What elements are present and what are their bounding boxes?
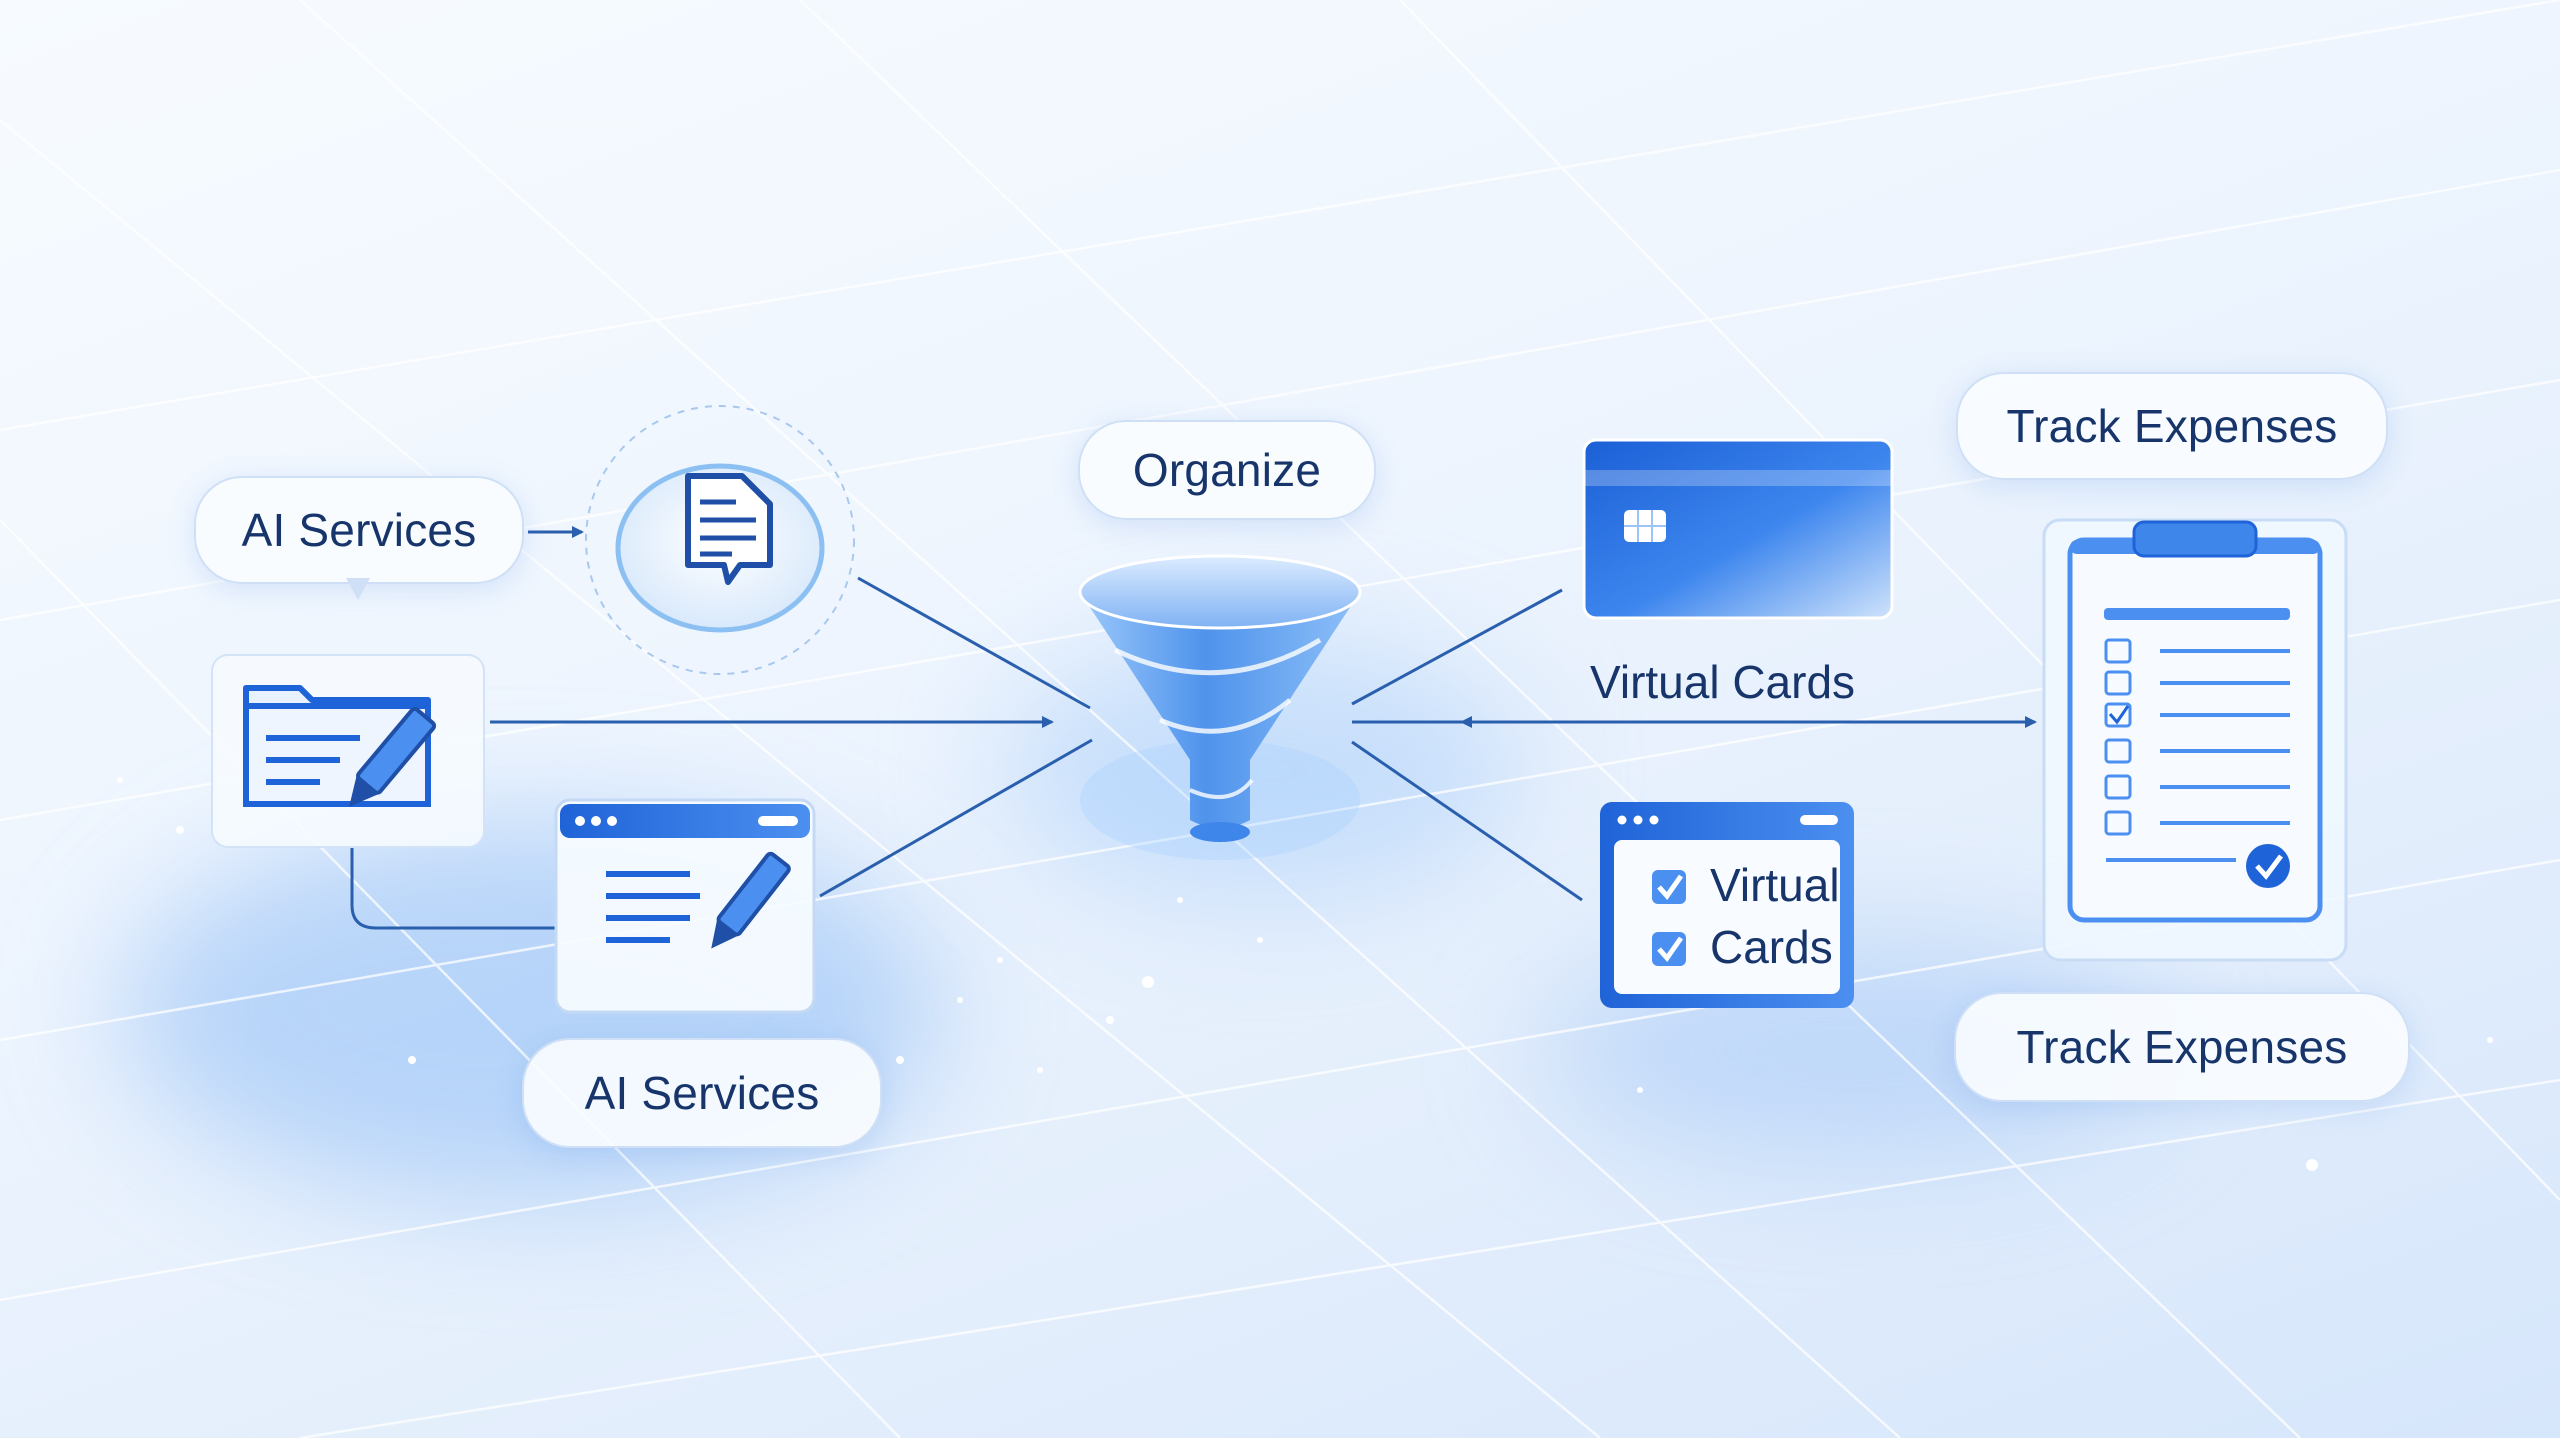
funnel-icon (1078, 554, 1362, 860)
ai-services-label-top: AI Services (194, 476, 524, 584)
ai-services-label-bottom: AI Services (522, 1038, 882, 1148)
track-expenses-label-top: Track Expenses (1956, 372, 2388, 480)
sparkles (117, 777, 2493, 1171)
connector-funnel-to-checklist (1351, 740, 1583, 902)
folder-edit-icon (211, 654, 485, 848)
connectors (350, 526, 2037, 930)
credit-card-icon (1582, 438, 1894, 620)
ai-services-speech-tail (346, 578, 370, 600)
track-expenses-label-bottom: Track Expenses (1954, 992, 2410, 1102)
virtual-cards-label: Virtual Cards (1590, 656, 1856, 708)
connector-browser-to-funnel (819, 738, 1093, 898)
chat-document-icon (585, 405, 855, 675)
clipboard-checklist-icon (2042, 518, 2348, 962)
checklist-window-icon (1600, 802, 1854, 1008)
connector-funnel-to-card (1351, 588, 1563, 706)
browser-edit-icon (554, 798, 816, 1014)
checklist-item-2-label: Cards (1710, 921, 1833, 973)
connector-chat-to-funnel (857, 576, 1091, 710)
checklist-item-1-label: Virtual (1710, 859, 1840, 911)
connector-folder-to-browser (350, 848, 556, 930)
organize-label: Organize (1078, 420, 1376, 520)
